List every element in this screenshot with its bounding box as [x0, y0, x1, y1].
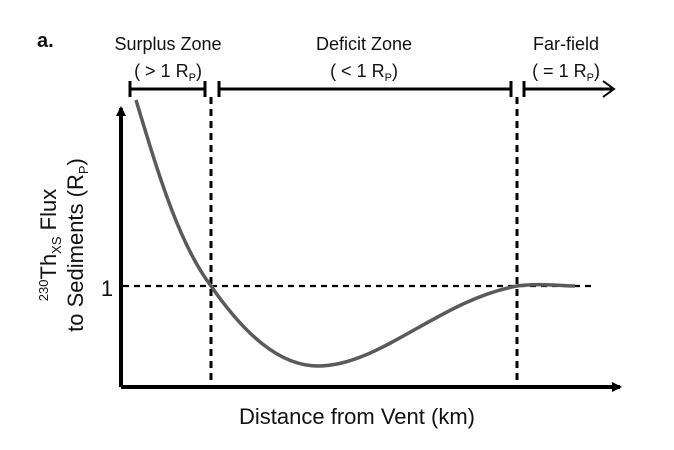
y-axis-label: 230ThXS Flux to Sediments (RP)	[36, 158, 91, 332]
flux-curve	[134, 99, 576, 368]
y-axis-label-line1: 230ThXS Flux	[36, 189, 64, 301]
farfield-arrow-icon	[602, 80, 616, 98]
panel-label: a.	[37, 30, 54, 52]
zone-title-deficit: Deficit Zone	[316, 34, 412, 54]
zone-range-farfield: ( = 1 RP)	[532, 61, 600, 84]
zone-title-surplus: Surplus Zone	[114, 34, 221, 54]
x-axis-label: Distance from Vent (km)	[239, 404, 475, 429]
guide-lines	[123, 97, 595, 387]
zone-title-farfield: Far-field	[533, 34, 599, 54]
zone-range-deficit: ( < 1 RP)	[330, 61, 398, 84]
y-axis-label-line2: to Sediments (RP)	[63, 158, 91, 332]
y-tick-1: 1	[101, 276, 113, 301]
zone-range-surplus: ( > 1 RP)	[134, 61, 202, 84]
zone-bars	[128, 80, 616, 98]
